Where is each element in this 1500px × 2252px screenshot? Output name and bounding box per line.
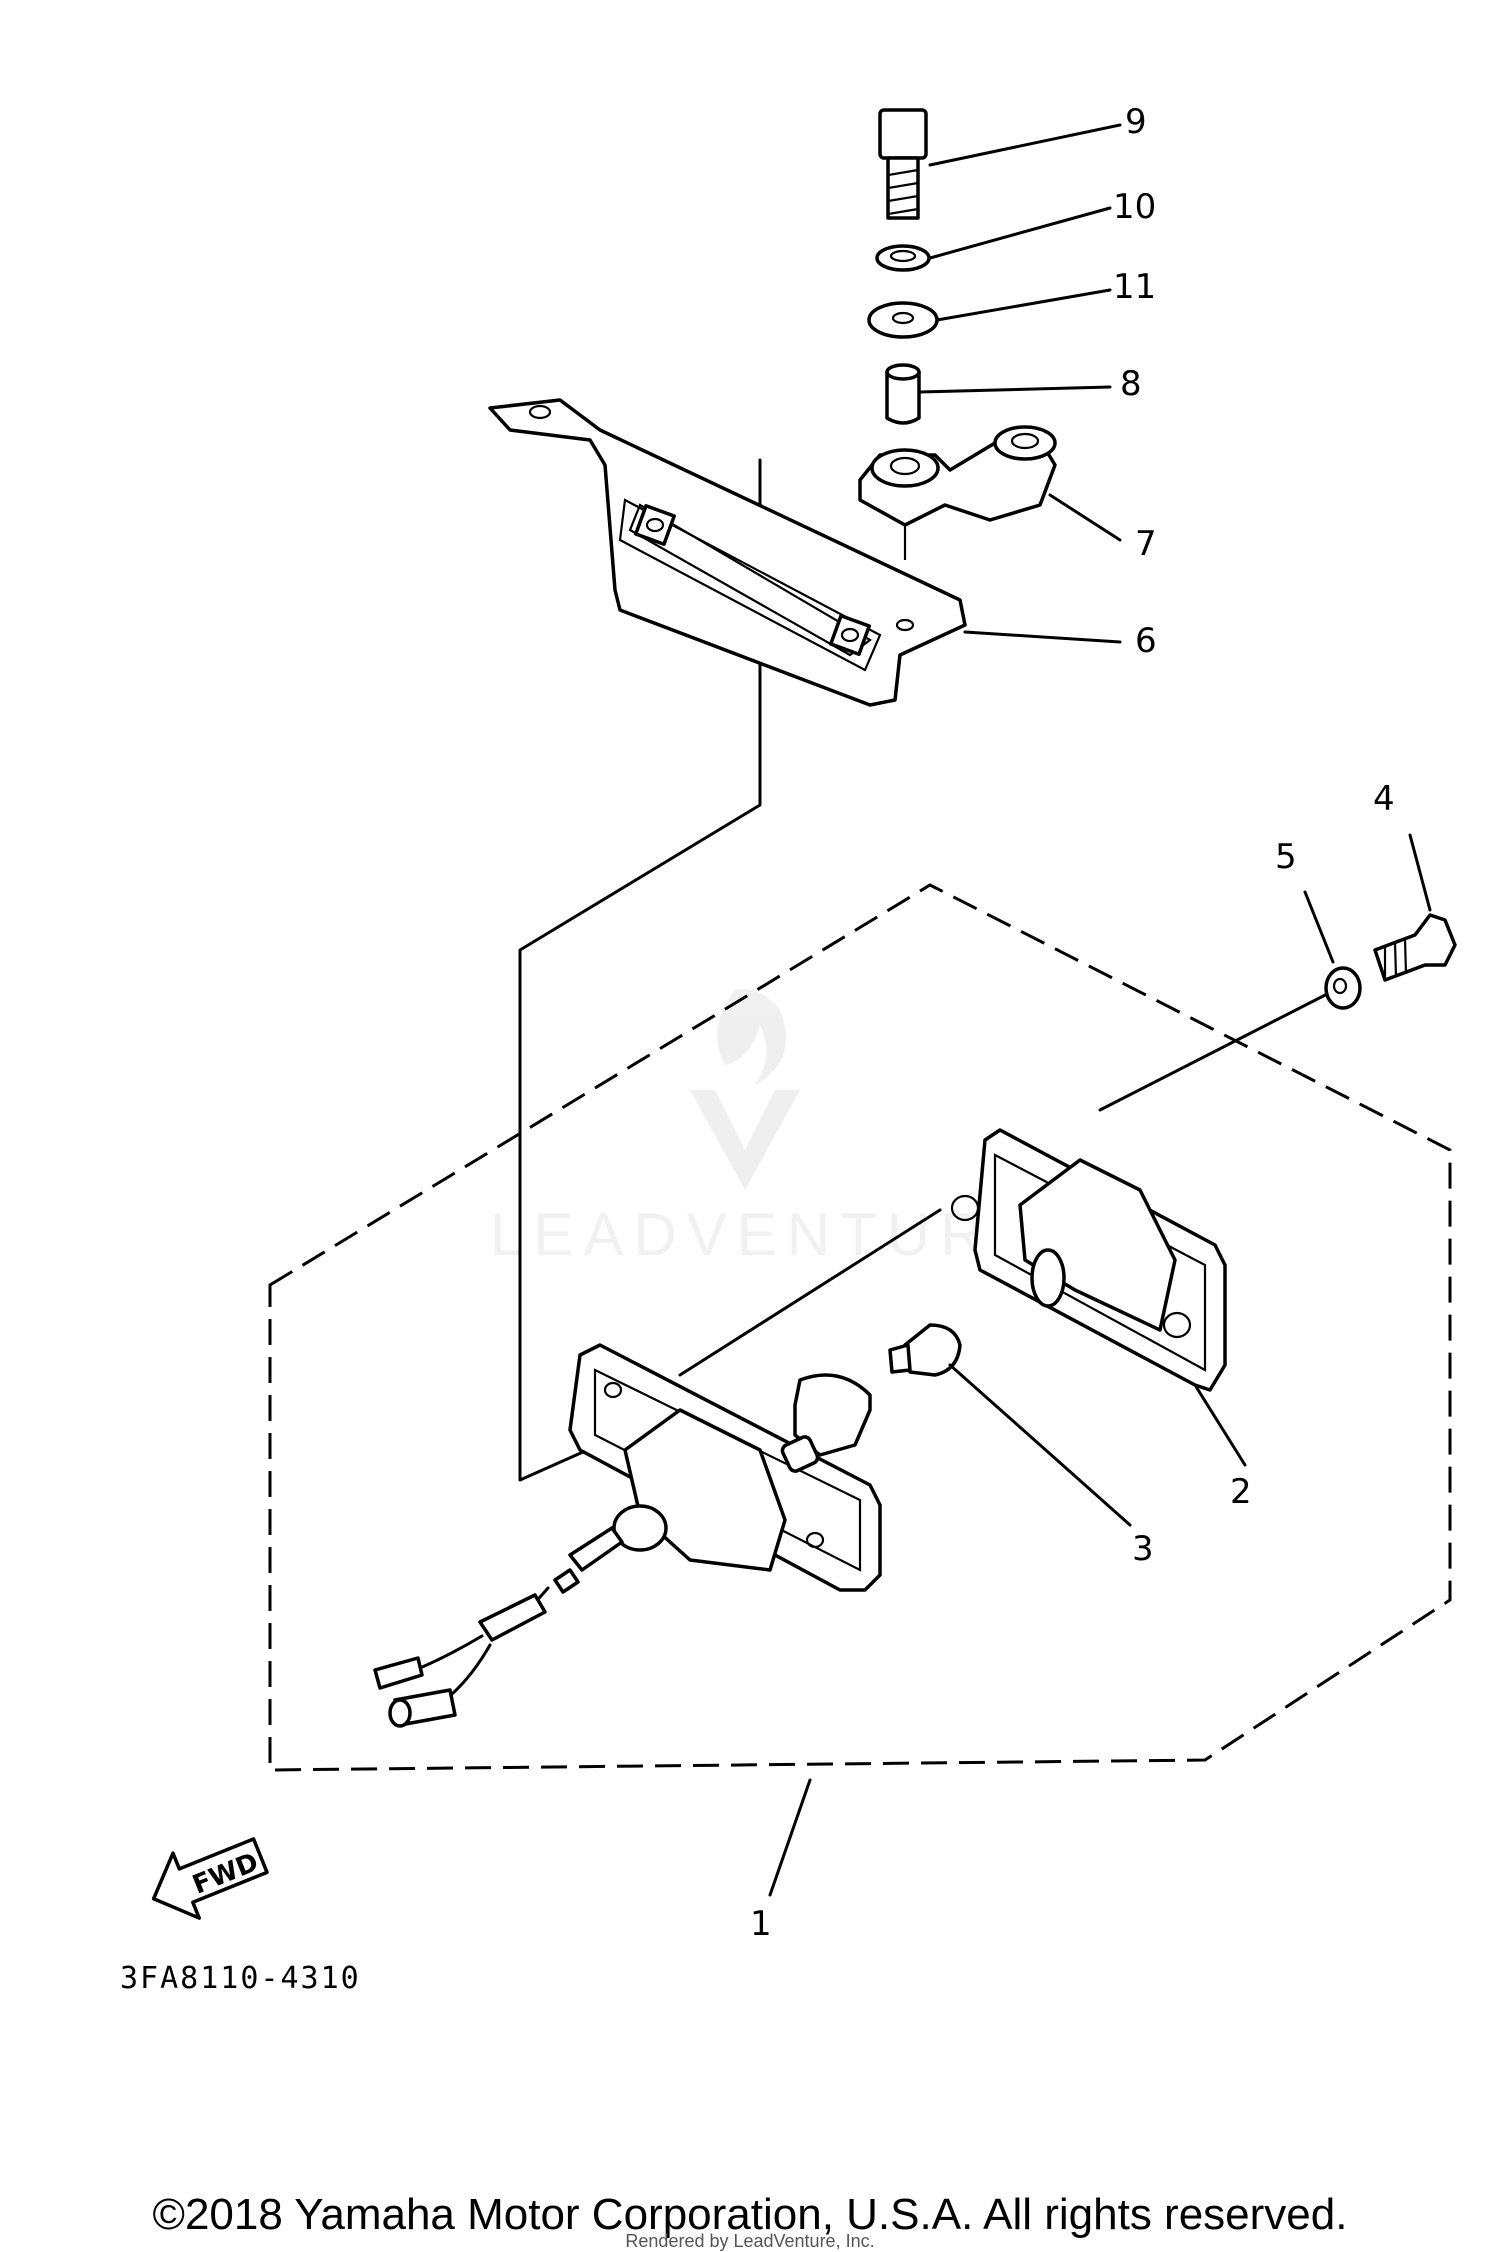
collar-part-8 [885,363,921,425]
wire-harness [373,1504,668,1728]
stay-arm-part-7 [858,425,1057,560]
callout-2: 2 [1230,1472,1252,1512]
callout-3: 3 [1132,1529,1154,1569]
callout-11: 11 [1113,267,1156,307]
alignment-line-screw [1098,988,1337,1112]
callout-1: 1 [750,1904,772,1944]
drawing-code: 3FA8110-4310 [120,1961,361,1996]
washer-part-5 [1324,966,1362,1010]
rendered-by-notice: Rendered by LeadVenture, Inc. [625,2231,875,2251]
leadventure-watermark: LEADVENTURE [490,989,1043,1268]
watermark-text: LEADVENTURE [490,1201,1043,1268]
bolt-part-9 [878,108,928,220]
callout-4: 4 [1373,779,1395,819]
callout-numbers: 9 10 11 8 7 6 4 5 2 3 1 [750,102,1395,1944]
alignment-line-bracket [518,458,762,1482]
callout-9: 9 [1125,102,1147,142]
washer-part-11 [867,301,939,339]
assembly-outline [268,883,1452,1772]
bracket-part-6 [488,398,967,707]
bulb-part-3 [888,1323,962,1377]
alignment-line-lens [678,1208,942,1377]
callout-5: 5 [1275,837,1297,877]
screw-part-4 [1373,913,1457,982]
lock-washer-part-10 [875,244,931,272]
callout-7: 7 [1135,524,1157,564]
forward-arrow-icon: FWD [151,1837,269,1920]
copyright-notice: ©2018 Yamaha Motor Corporation, U.S.A. A… [152,2190,1348,2239]
callout-6: 6 [1135,621,1157,661]
leader-lines [768,123,1432,1897]
lamp-housing [568,1343,882,1592]
callout-10: 10 [1113,187,1156,227]
lens-part-2 [950,1128,1227,1392]
callout-8: 8 [1120,364,1142,404]
